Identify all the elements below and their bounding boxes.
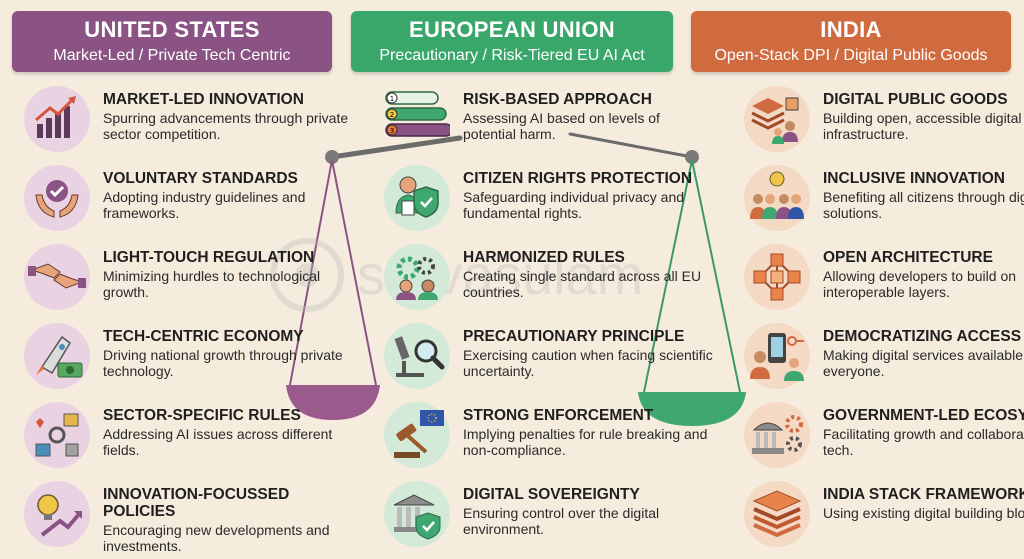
item-description: Driving national growth through private …: [103, 347, 343, 379]
item-description: Encouraging new developments and investm…: [103, 522, 330, 554]
item-description: Spurring advancements through private se…: [103, 110, 349, 142]
column-united-states: MARKET-LED INNOVATION Spurring advanceme…: [24, 84, 354, 554]
network-cubes-icon: [744, 244, 810, 310]
layers-people-icon: [744, 86, 810, 152]
item-description: Safeguarding individual privacy and fund…: [463, 189, 685, 221]
item-title: OPEN ARCHITECTURE: [823, 249, 993, 266]
item-title: SECTOR-SPECIFIC RULES: [103, 407, 301, 424]
tier-label: 1: [390, 95, 394, 103]
item-description: Addressing AI issues across different fi…: [103, 426, 333, 458]
list-item: LIGHT-TOUCH REGULATION Minimizing hurdle…: [24, 242, 354, 316]
header-united-states: UNITED STATES Market-Led / Private Tech …: [12, 11, 332, 72]
government-gears-icon: [744, 402, 810, 468]
item-title: DEMOCRATIZING ACCESS: [823, 328, 1022, 345]
list-item: GOVERNMENT-LED ECOSYSTEM Facilitating gr…: [744, 400, 1024, 474]
growth-chart-icon: [24, 86, 90, 152]
item-description: Allowing developers to build on interope…: [823, 268, 1017, 300]
item-title: INDIA STACK FRAMEWORK: [823, 486, 1024, 503]
people-lightbulb-icon: [744, 165, 810, 231]
microscope-icon: [384, 323, 450, 389]
gavel-flag-icon: [384, 402, 450, 468]
phone-key-icon: [744, 323, 810, 389]
list-item: TECH-CENTRIC ECONOMY Driving national gr…: [24, 321, 354, 395]
item-description: Benefiting all citizens through digital …: [823, 189, 1024, 221]
list-item: SECTOR-SPECIFIC RULES Addressing AI issu…: [24, 400, 354, 474]
column-european-union: 1 2 3 RISK-BASED APPROACH Assessing AI b…: [384, 84, 714, 554]
item-description: Using existing digital building blocks.: [823, 505, 1024, 521]
item-title: HARMONIZED RULES: [463, 249, 625, 266]
risk-tiers-icon: 1 2 3: [384, 86, 450, 152]
list-item: CITIZEN RIGHTS PROTECTION Safeguarding i…: [384, 163, 714, 237]
list-item: INDIA STACK FRAMEWORK Using existing dig…: [744, 479, 1024, 553]
header-subtitle: Precautionary / Risk-Tiered EU AI Act: [379, 47, 645, 64]
list-item: MARKET-LED INNOVATION Spurring advanceme…: [24, 84, 354, 158]
building-shield-icon: [384, 481, 450, 547]
item-title: VOLUNTARY STANDARDS: [103, 170, 298, 187]
item-description: Building open, accessible digital infras…: [823, 110, 1022, 142]
balance-scale-illustration: [286, 132, 746, 426]
list-item: OPEN ARCHITECTURE Allowing developers to…: [744, 242, 1024, 316]
hands-checkmark-icon: [24, 165, 90, 231]
list-item: DIGITAL SOVEREIGNTY Ensuring control ove…: [384, 479, 714, 553]
item-title: PRECAUTIONARY PRINCIPLE: [463, 328, 685, 345]
handshake-icon: [24, 244, 90, 310]
item-description: Implying penalties for rule breaking and…: [463, 426, 708, 458]
item-title: TECH-CENTRIC ECONOMY: [103, 328, 304, 345]
item-title: DIGITAL PUBLIC GOODS: [823, 91, 1008, 108]
item-description: Exercising caution when facing scientifi…: [463, 347, 713, 379]
header-subtitle: Open-Stack DPI / Digital Public Goods: [714, 47, 988, 64]
tier-label: 2: [390, 111, 394, 119]
item-description: Creating single standard across all EU c…: [463, 268, 702, 300]
list-item: HARMONIZED RULES Creating single standar…: [384, 242, 714, 316]
item-title: CITIZEN RIGHTS PROTECTION: [463, 170, 693, 187]
list-item: PRECAUTIONARY PRINCIPLE Exercising cauti…: [384, 321, 714, 395]
lightbulb-arrow-icon: [24, 481, 90, 547]
list-item: STRONG ENFORCEMENT Implying penalties fo…: [384, 400, 714, 474]
header-title: EUROPEAN UNION: [409, 17, 615, 42]
list-item: 1 2 3 RISK-BASED APPROACH Assessing AI b…: [384, 84, 714, 158]
item-description: Assessing AI based on levels of potentia…: [463, 110, 660, 142]
gears-people-icon: [384, 244, 450, 310]
list-item: DIGITAL PUBLIC GOODS Building open, acce…: [744, 84, 1024, 158]
list-item: DEMOCRATIZING ACCESS Making digital serv…: [744, 321, 1024, 395]
list-item: VOLUNTARY STANDARDS Adopting industry gu…: [24, 163, 354, 237]
item-description: Adopting industry guidelines and framewo…: [103, 189, 306, 221]
sectors-icon: [24, 402, 90, 468]
rocket-money-icon: [24, 323, 90, 389]
citizen-shield-icon: [384, 165, 450, 231]
header-india: INDIA Open-Stack DPI / Digital Public Go…: [691, 11, 1011, 72]
item-title: MARKET-LED INNOVATION: [103, 91, 304, 108]
item-title: RISK-BASED APPROACH: [463, 91, 652, 108]
item-title: INNOVATION-FOCUSSED POLICIES: [103, 486, 290, 520]
header-title: INDIA: [820, 17, 882, 42]
header-subtitle: Market-Led / Private Tech Centric: [53, 47, 291, 64]
item-title: DIGITAL SOVEREIGNTY: [463, 486, 640, 503]
item-title: GOVERNMENT-LED ECOSYSTEM: [823, 407, 1024, 424]
list-item: INNOVATION-FOCUSSED POLICIES Encouraging…: [24, 479, 354, 554]
item-title: INCLUSIVE INNOVATION: [823, 170, 1005, 187]
item-description: Minimizing hurdles to technological grow…: [103, 268, 321, 300]
header-title: UNITED STATES: [84, 17, 260, 42]
item-title: LIGHT-TOUCH REGULATION: [103, 249, 315, 266]
list-item: INCLUSIVE INNOVATION Benefiting all citi…: [744, 163, 1024, 237]
item-title: STRONG ENFORCEMENT: [463, 407, 654, 424]
stack-layers-icon: [744, 481, 810, 547]
column-india: DIGITAL PUBLIC GOODS Building open, acce…: [744, 84, 1024, 554]
item-description: Ensuring control over the digital enviro…: [463, 505, 660, 537]
item-description: Facilitating growth and collaboration in…: [823, 426, 1024, 458]
item-description: Making digital services available to eve…: [823, 347, 1024, 379]
tier-label: 3: [390, 127, 394, 135]
header-european-union: EUROPEAN UNION Precautionary / Risk-Tier…: [351, 11, 673, 72]
